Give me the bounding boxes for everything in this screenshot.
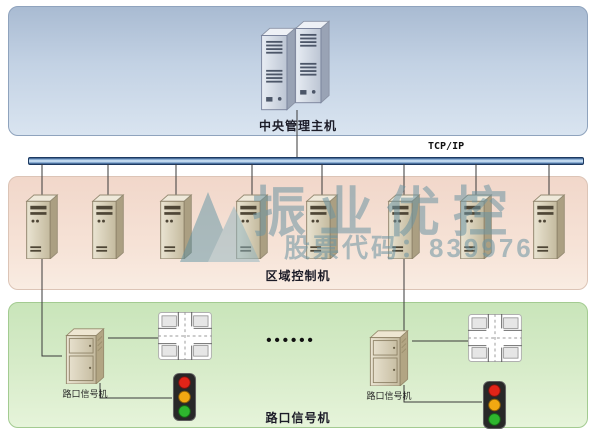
regional-computer-icon-3 <box>158 194 194 259</box>
central-panel-label: 中央管理主机 <box>258 119 337 133</box>
tcpip-label: TCP/IP <box>428 141 465 152</box>
intersection-panel-label: 路口信号机 <box>265 411 331 425</box>
central-server-icon-1 <box>258 27 296 111</box>
left-cabinet-label: 路口信号机 <box>62 389 108 399</box>
tcpip-bus-bar <box>28 157 584 165</box>
regional-computer-icon-8 <box>531 194 567 259</box>
regional-computer-icon-1 <box>24 194 60 259</box>
regional-computer-icon-4 <box>234 194 270 259</box>
traffic-light-icon-left <box>172 372 197 422</box>
regional-computer-icon-6 <box>386 194 422 259</box>
regional-computer-icon-5 <box>304 194 340 259</box>
regional-computer-icon-7 <box>458 194 494 259</box>
central-server-icon-2 <box>292 20 330 104</box>
intersection-map-icon-left <box>158 312 212 360</box>
ellipsis-dots: •••••• <box>266 332 316 349</box>
intersection-map-icon-right <box>468 314 522 362</box>
traffic-light-icon-right <box>482 380 507 430</box>
regional-panel-label: 区域控制机 <box>265 269 331 283</box>
signal-cabinet-icon-left <box>62 328 108 384</box>
right-cabinet-label: 路口信号机 <box>366 391 412 401</box>
regional-computer-icon-2 <box>90 194 126 259</box>
signal-cabinet-icon-right <box>366 330 412 386</box>
